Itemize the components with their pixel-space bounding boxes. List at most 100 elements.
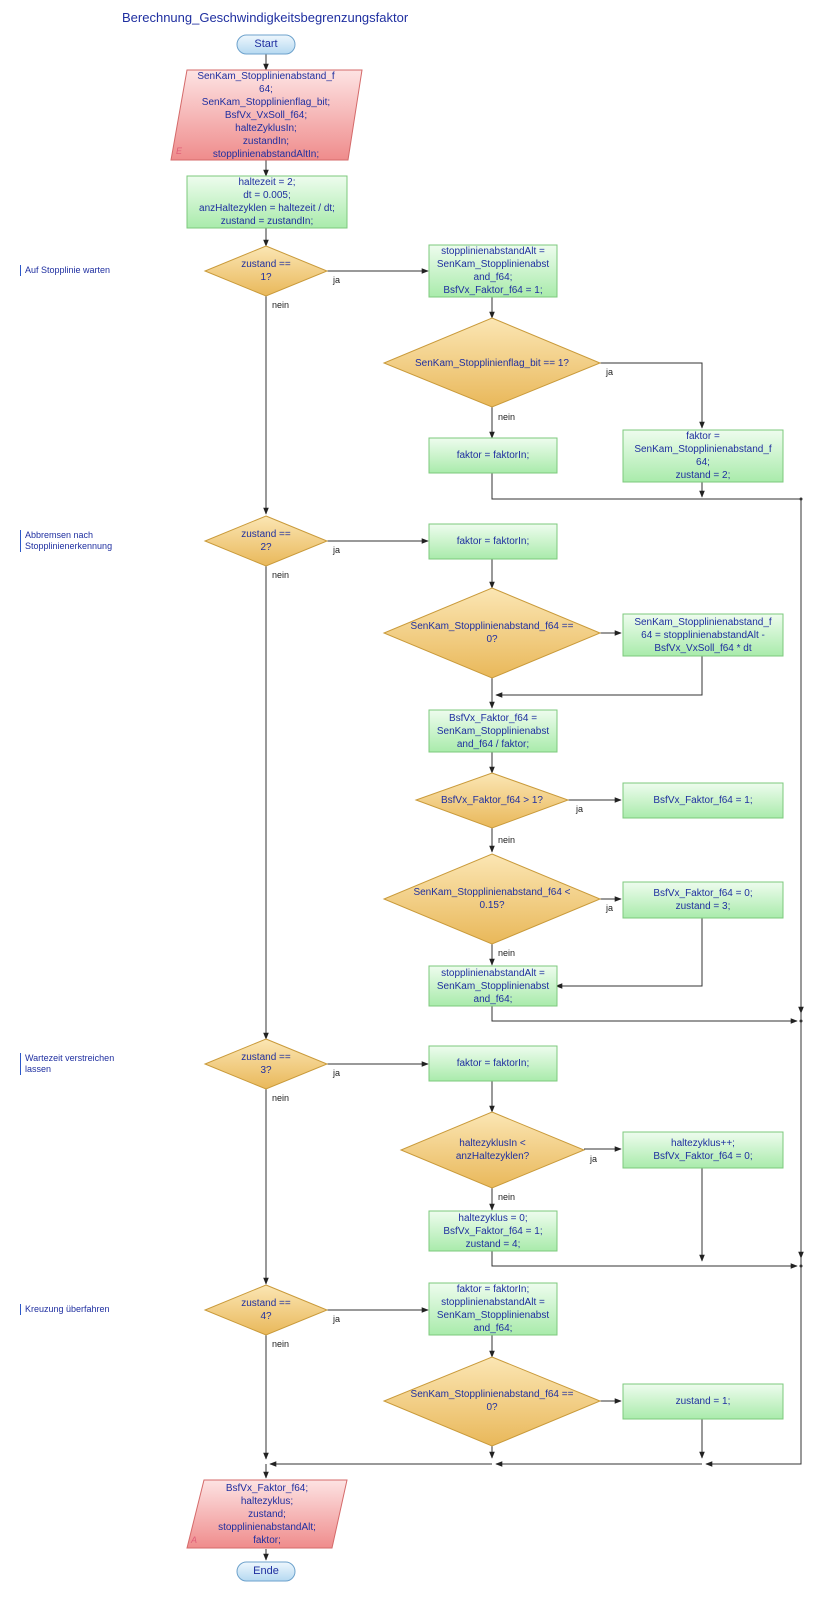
p4a-box xyxy=(428,1282,558,1336)
d2a-diamond xyxy=(382,587,602,679)
node-text-line: haltezyklus++; xyxy=(671,1138,735,1149)
node-text-line: and_f64; xyxy=(473,993,513,1005)
p4a-node: faktor = faktorIn;stopplinienabstandAlt … xyxy=(429,1283,557,1335)
node-text-line: zustand = 4; xyxy=(465,1238,521,1250)
node-text-line: SenKam_Stopplinienabstand_f64 < xyxy=(413,887,571,898)
note-text: Stopplinienerkennung xyxy=(25,541,113,551)
node-text-line: SenKam_Stopplinienflag_bit == 1? xyxy=(414,357,569,369)
d4a-diamond xyxy=(382,1356,602,1447)
p3b-box xyxy=(622,1131,784,1169)
node-text-line: SenKam_Stopplinienabst xyxy=(436,259,550,270)
node-text-line: haltezyklusIn < xyxy=(459,1138,526,1149)
p2a-box xyxy=(428,523,558,560)
node-text-line: dt = 0.005; xyxy=(243,190,291,201)
node-text-line: haltezyklus; xyxy=(240,1495,294,1507)
node-text-line: SenKam_Stopplinienabst xyxy=(436,980,550,992)
node-text-line: faktor = faktorIn; xyxy=(456,536,530,547)
node-text-line: SenKam_Stopplinienabstand_f xyxy=(634,616,772,628)
node-text-line: SenKam_Stopplinienflag_bit; xyxy=(201,96,331,108)
decision-factor-gt-1: BsfVx_Faktor_f64 > 1? xyxy=(416,790,568,810)
yes-label: ja xyxy=(333,1068,341,1078)
node-text-line: SenKam_Stopplinienabstand_f64 == xyxy=(410,621,574,632)
node-text-line: 3? xyxy=(260,1065,272,1076)
yes-label: ja xyxy=(576,804,584,814)
node-text-line: 0.15? xyxy=(479,900,505,911)
d3-diamond xyxy=(203,1038,329,1090)
decision-distance-lt-015: SenKam_Stopplinienabstand_f64 < 0.15? xyxy=(384,881,600,917)
node-text-line: 64; xyxy=(696,457,710,468)
node-text-line: faktor = faktorIn; xyxy=(456,1058,530,1069)
node-text-line: 0? xyxy=(486,1402,498,1413)
output-marker: A xyxy=(191,1535,198,1545)
node-text-line: zustand = 1; xyxy=(675,1396,731,1407)
node-text-line: anzHaltezyklen? xyxy=(455,1151,530,1162)
decision-zustand-3: zustand ==3? xyxy=(215,1045,317,1083)
p2d-box xyxy=(622,782,784,819)
node-text-line: zustandIn; xyxy=(242,135,290,147)
start-terminal-shape xyxy=(236,34,296,55)
decision-stopline-distance-zero: SenKam_Stopplinienabstand_f64 == 0? xyxy=(384,615,600,651)
note-cross-intersection: Kreuzung überfahren xyxy=(20,1304,110,1315)
node-text-line: stopplinienabstandAlt = xyxy=(441,1297,545,1308)
end-terminal-shape xyxy=(236,1561,296,1582)
node-text-line: BsfVx_VxSoll_f64 * dt xyxy=(654,642,752,654)
node-text-line: zustand; xyxy=(248,1508,286,1520)
node-text-line: halteZyklusIn; xyxy=(235,122,297,134)
node-text-line: 64; xyxy=(259,83,273,95)
p2b-box xyxy=(622,613,784,657)
no-label: nein xyxy=(272,1093,290,1103)
node-text-line: stopplinienabstandAlt = xyxy=(441,967,545,979)
note-text: lassen xyxy=(25,1064,52,1074)
p1a-node: stopplinienabstandAlt =SenKam_Stopplinie… xyxy=(429,245,557,297)
node-text-line: BsfVx_Faktor_f64 = 1; xyxy=(443,1225,543,1237)
input-marker: E xyxy=(176,146,183,156)
d1a-diamond xyxy=(382,317,602,408)
node-text-line: SenKam_Stopplinienabst xyxy=(436,1310,550,1321)
p2f-node: stopplinienabstandAlt =SenKam_Stopplinie… xyxy=(429,966,557,1006)
decision-zustand-4: zustand ==4? xyxy=(215,1291,317,1329)
p4b-node: zustand = 1; xyxy=(623,1384,783,1419)
yes-label: ja xyxy=(606,903,614,913)
p2c-box xyxy=(428,709,558,753)
node-text-line: 0? xyxy=(486,634,498,645)
node-text-line: 64 = stopplinienabstandAlt - xyxy=(641,629,765,641)
node-text-line: haltezeit = 2; xyxy=(238,177,296,188)
no-label: nein xyxy=(498,412,516,422)
node-text-line: zustand = 2; xyxy=(675,470,731,481)
p2f-box xyxy=(428,965,558,1007)
node-text-line: and_f64; xyxy=(473,1323,513,1334)
no-label: nein xyxy=(272,300,290,310)
p2a-node: faktor = faktorIn; xyxy=(429,524,557,559)
yes-label: ja xyxy=(606,367,614,377)
input-parallelogram xyxy=(170,69,363,161)
p3c-box xyxy=(428,1210,558,1252)
output-node: BsfVx_Faktor_f64;haltezyklus;zustand;sto… xyxy=(192,1480,342,1548)
node-text-line: haltezyklus = 0; xyxy=(458,1212,528,1224)
junction-dots xyxy=(799,497,803,1268)
p2e-node: BsfVx_Faktor_f64 = 0;zustand = 3; xyxy=(623,882,783,918)
no-label: nein xyxy=(498,948,516,958)
end-label: Ende xyxy=(253,1565,279,1577)
note-text: Auf Stopplinie warten xyxy=(25,265,111,275)
note-wait-at-stopline: Auf Stopplinie warten xyxy=(20,265,110,276)
decision-stopline-distance-zero-2: SenKam_Stopplinienabstand_f64 ==0? xyxy=(384,1383,600,1419)
note-let-wait-time-pass: Wartezeit verstreichen lassen xyxy=(20,1053,114,1075)
node-text-line: 1? xyxy=(260,272,272,283)
decision-hold-cycles: haltezyklusIn < anzHaltezyklen? xyxy=(401,1132,584,1168)
p2d-node: BsfVx_Faktor_f64 = 1; xyxy=(623,783,783,818)
start-label: Start xyxy=(254,38,278,50)
decision-zustand-1: zustand ==1? xyxy=(215,252,317,290)
d2c-diamond xyxy=(382,853,602,945)
decision-zustand-2: zustand ==2? xyxy=(215,522,317,560)
node-text-line: zustand == xyxy=(241,529,291,540)
node-text-line: 4? xyxy=(260,1311,272,1322)
node-text-line: anzHaltezyklen = haltezeit / dt; xyxy=(199,203,335,214)
node-text-line: faktor; xyxy=(253,1534,281,1546)
p3c-node: haltezyklus = 0;BsfVx_Faktor_f64 = 1;zus… xyxy=(429,1211,557,1251)
process-boxes xyxy=(186,175,784,1420)
note-text: Abbremsen nach xyxy=(25,530,94,540)
yes-label: ja xyxy=(333,275,341,285)
node-text-line: BsfVx_Faktor_f64 > 1? xyxy=(440,794,543,806)
p3a-box xyxy=(428,1045,558,1082)
